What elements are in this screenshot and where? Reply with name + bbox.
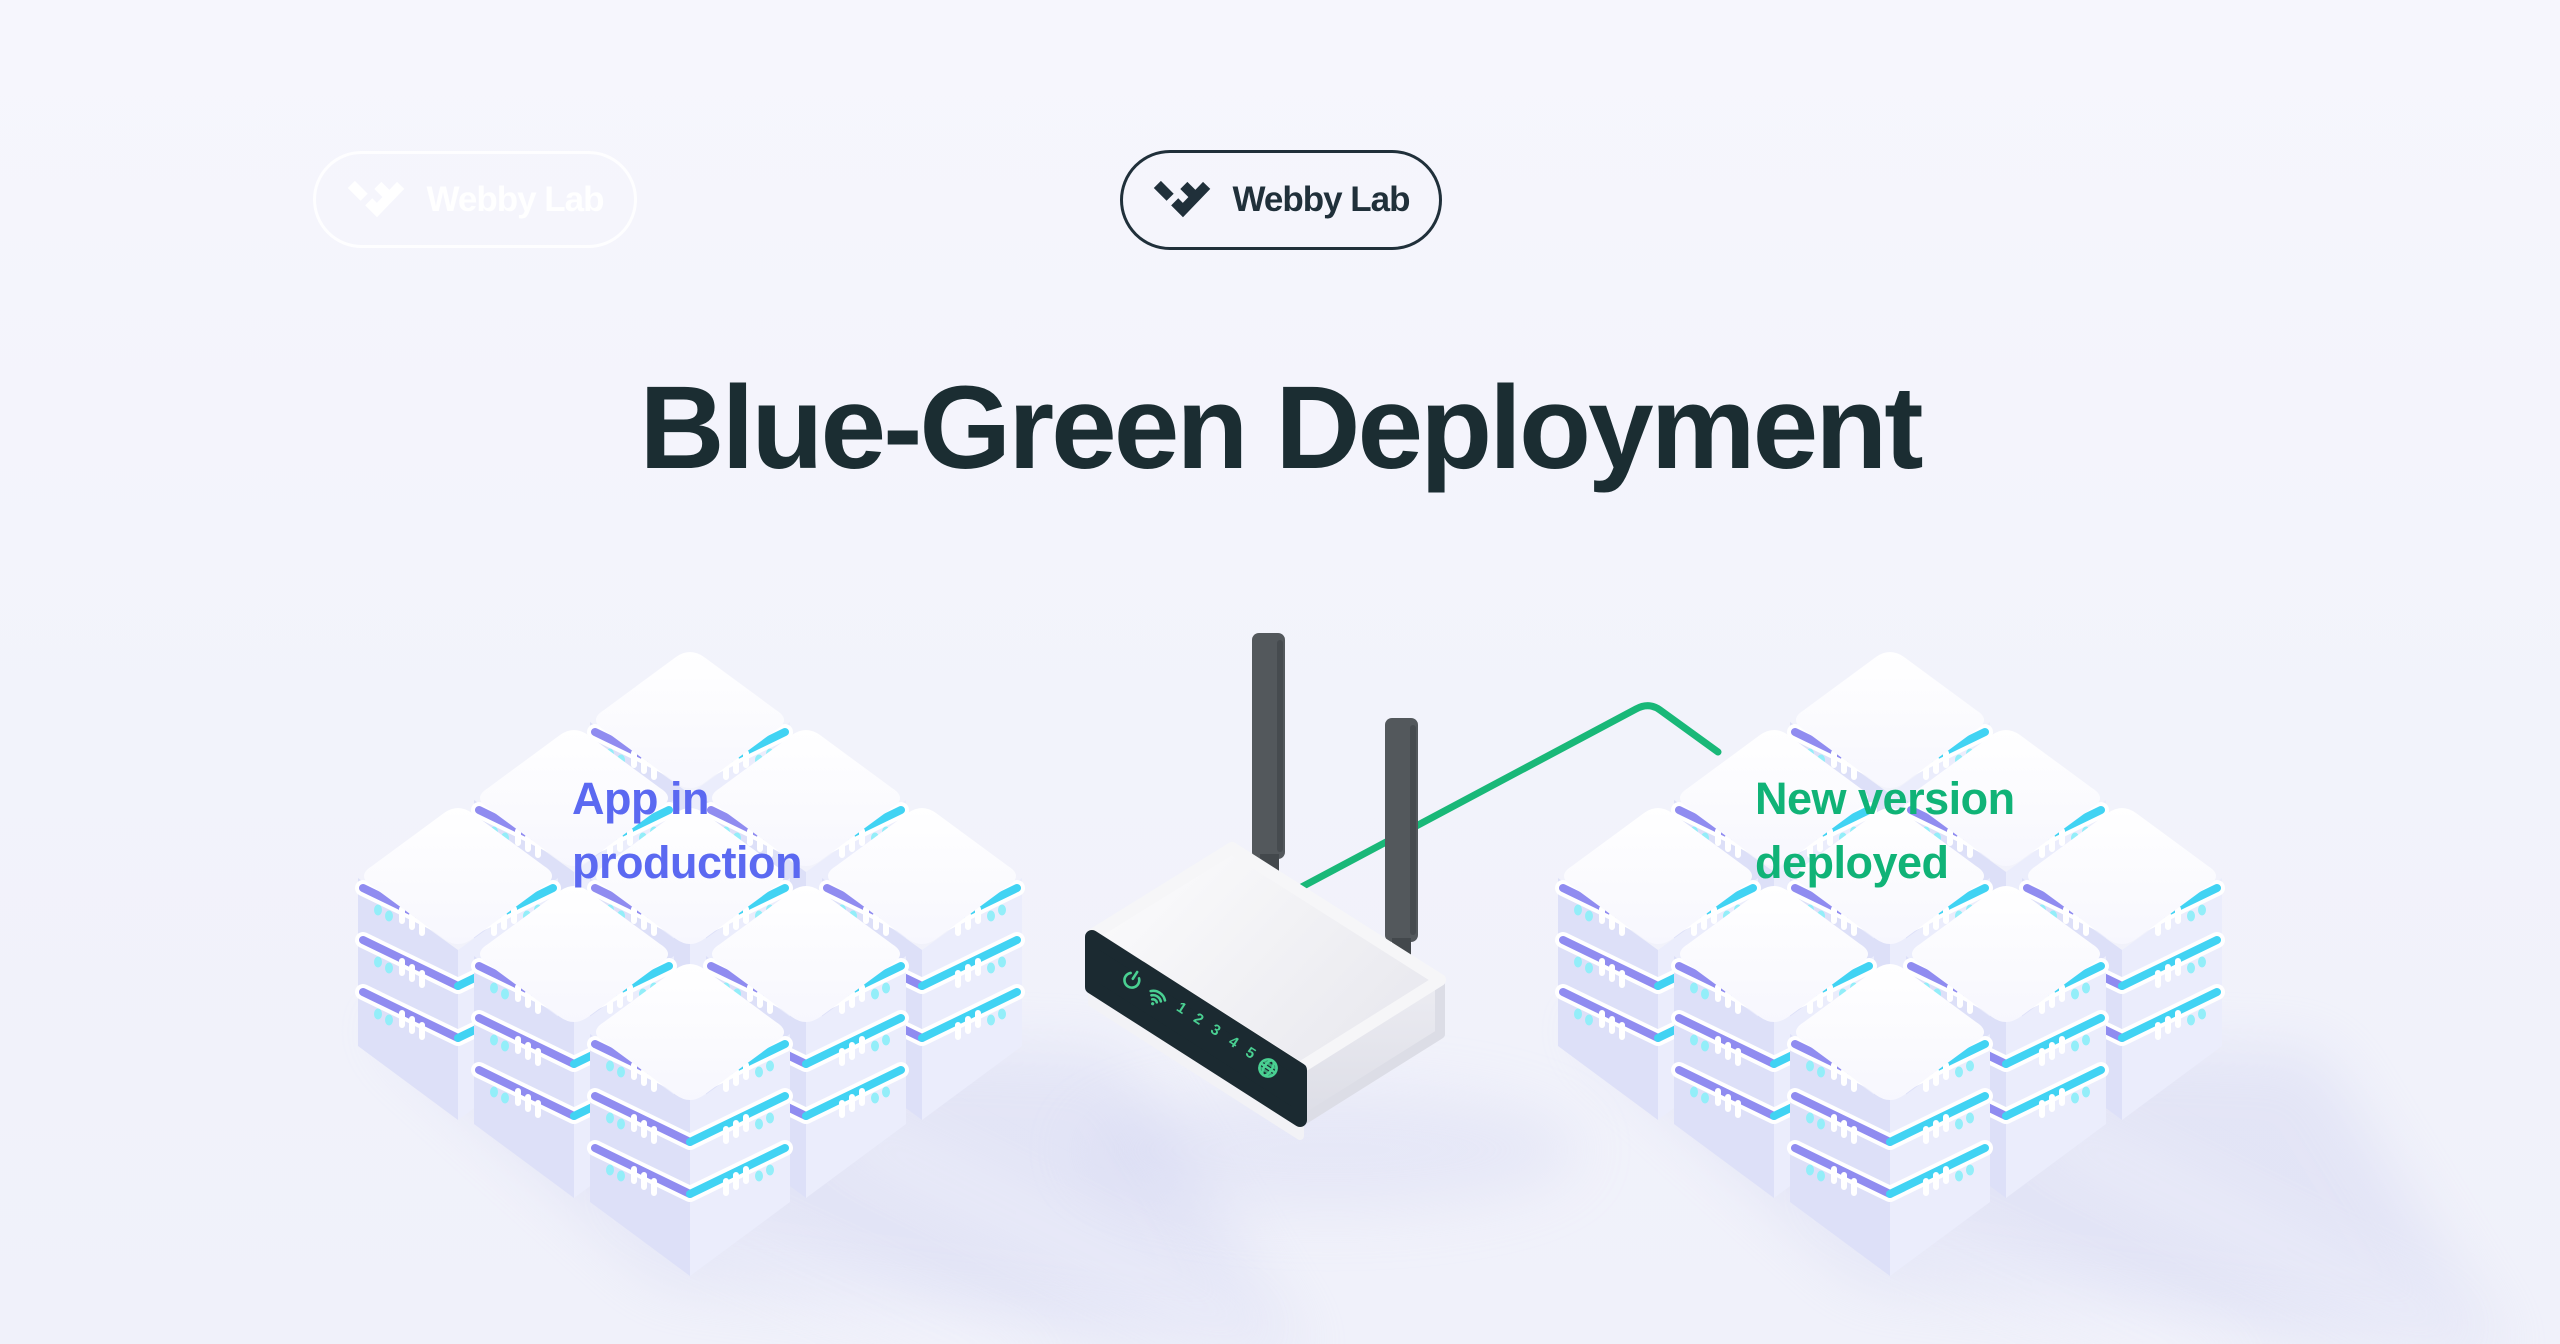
right-cluster-caption: New version deployed — [1755, 767, 2015, 895]
right-caption-line2: deployed — [1755, 837, 1949, 888]
watermark-logo-label: Webby Lab — [426, 179, 604, 219]
right-caption-line1: New version — [1755, 773, 2015, 824]
webbylab-mark-icon — [1154, 180, 1211, 218]
page-title: Blue-Green Deployment — [639, 362, 1923, 494]
router-front-panel — [1085, 930, 1307, 1127]
right-server-cluster — [1558, 652, 2510, 1344]
webbylab-mark-icon — [348, 180, 405, 217]
watermark-logo: Webby Lab — [313, 151, 637, 248]
logo-label: Webby Lab — [1232, 180, 1410, 219]
left-caption-line1: App in — [572, 773, 709, 824]
logo-badge: Webby Lab — [1120, 150, 1442, 250]
router-shadow — [1080, 1088, 1580, 1212]
connection-line — [1292, 702, 1722, 894]
left-caption-line2: production — [572, 837, 802, 888]
router-antenna-right-icon — [1385, 718, 1418, 966]
left-cluster-caption: App in production — [572, 767, 802, 895]
power-icon — [1123, 970, 1141, 989]
wifi-icon — [1149, 989, 1167, 1006]
router-antenna-left-icon — [1252, 633, 1285, 882]
globe-icon — [1258, 1058, 1278, 1078]
router: 1 2 3 4 5 — [1080, 633, 1580, 1212]
